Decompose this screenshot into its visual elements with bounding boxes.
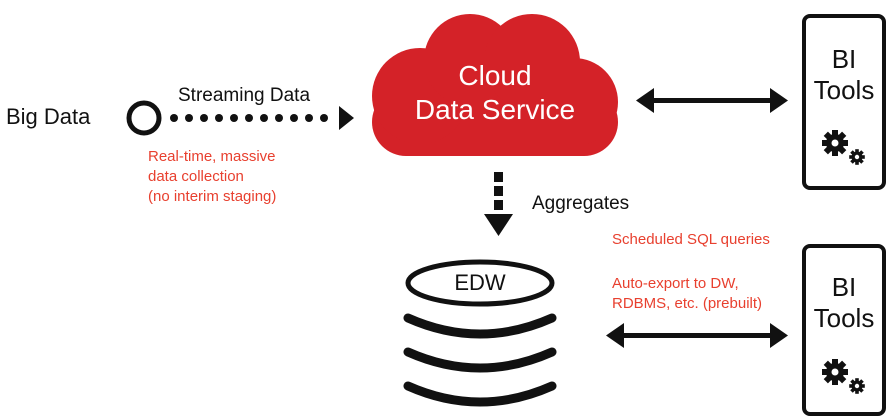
edw-database-stack [403,259,557,407]
bottom-bi-arrow [606,323,788,348]
cloud-label-line1: Cloud [458,60,532,91]
streaming-data-label: Streaming Data [178,85,311,106]
bi-tools-line2: Tools [813,303,875,333]
bi-tools-line2: Tools [813,75,875,105]
bi-tools-label-bottom: BI Tools [806,272,882,334]
auto-export-line: Auto-export to DW, [612,275,739,292]
auto-export-line: RDBMS, etc. (prebuilt) [612,295,763,312]
edw-label: EDW [454,270,506,295]
streaming-note-line: Real-time, massive [148,148,276,165]
streaming-note: Real-time, massive data collection (no i… [148,147,276,207]
top-bi-arrow [636,88,788,113]
gears-icon [822,130,865,165]
scheduled-sql-label: Scheduled SQL queries [612,231,770,248]
auto-export-note: Auto-export to DW, RDBMS, etc. (prebuilt… [612,274,762,314]
aggregates-label: Aggregates [532,193,630,214]
streaming-note-line: (no interim staging) [148,188,277,205]
cloud-label-line2: Data Service [414,94,576,125]
big-data-label: Big Data [6,104,91,129]
gears-icon [822,359,865,394]
streaming-note-line: data collection [148,168,244,185]
cloud-shape [372,14,618,156]
cloud-data-service-label: Cloud Data Service [395,59,595,127]
aggregates-arrow [484,172,513,236]
streaming-arrow [170,106,354,130]
bi-tools-line1: BI [831,44,857,74]
bi-tools-line1: BI [831,272,857,302]
source-node-circle [126,100,162,136]
bi-tools-label-top: BI Tools [806,44,882,106]
